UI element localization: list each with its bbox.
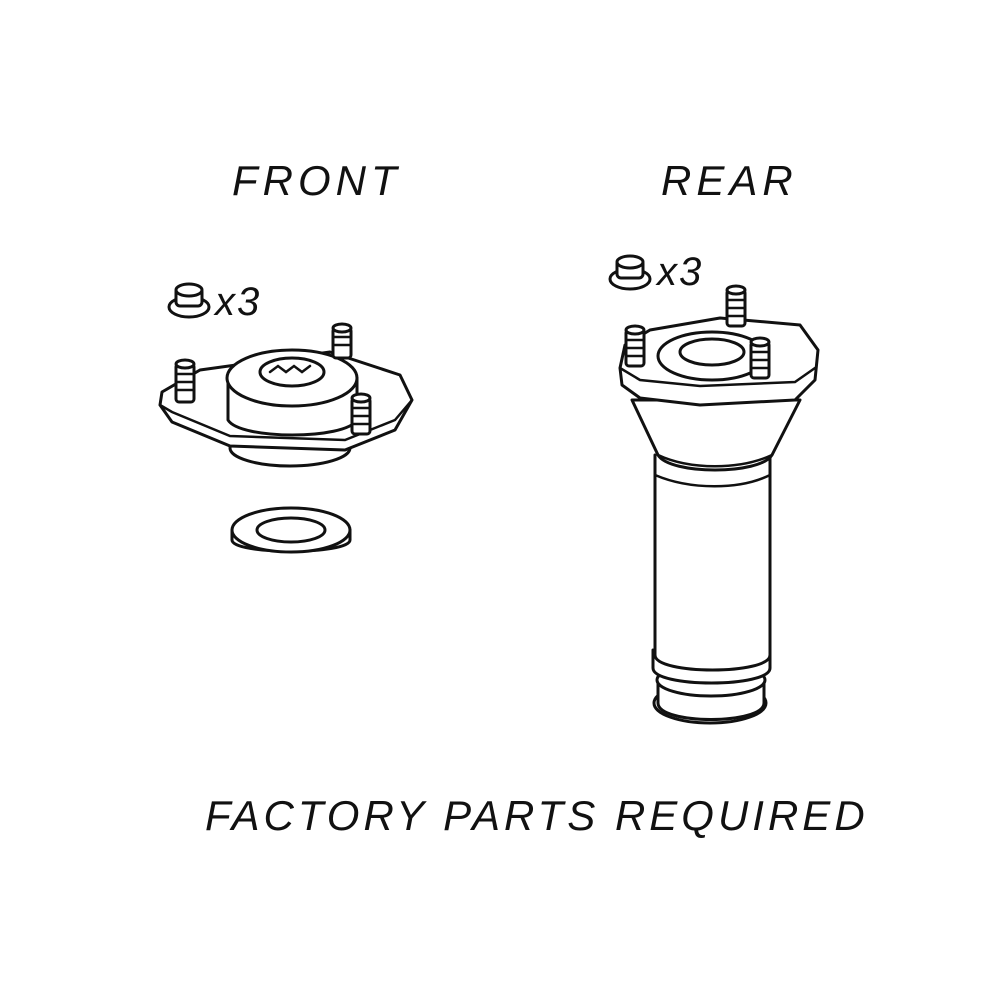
front-nut-icon (167, 282, 211, 319)
front-nut-quantity: x3 (215, 280, 262, 324)
front-label: FRONT (232, 157, 402, 204)
rear-label: REAR (661, 157, 798, 204)
rear-nut-icon (608, 254, 652, 291)
rear-mount-icon (618, 284, 820, 725)
front-bearing-icon (230, 506, 352, 554)
front-mount-icon (158, 322, 414, 468)
rear-nut-quantity: x3 (657, 250, 704, 294)
footer-caption: FACTORY PARTS REQUIRED (205, 792, 869, 839)
